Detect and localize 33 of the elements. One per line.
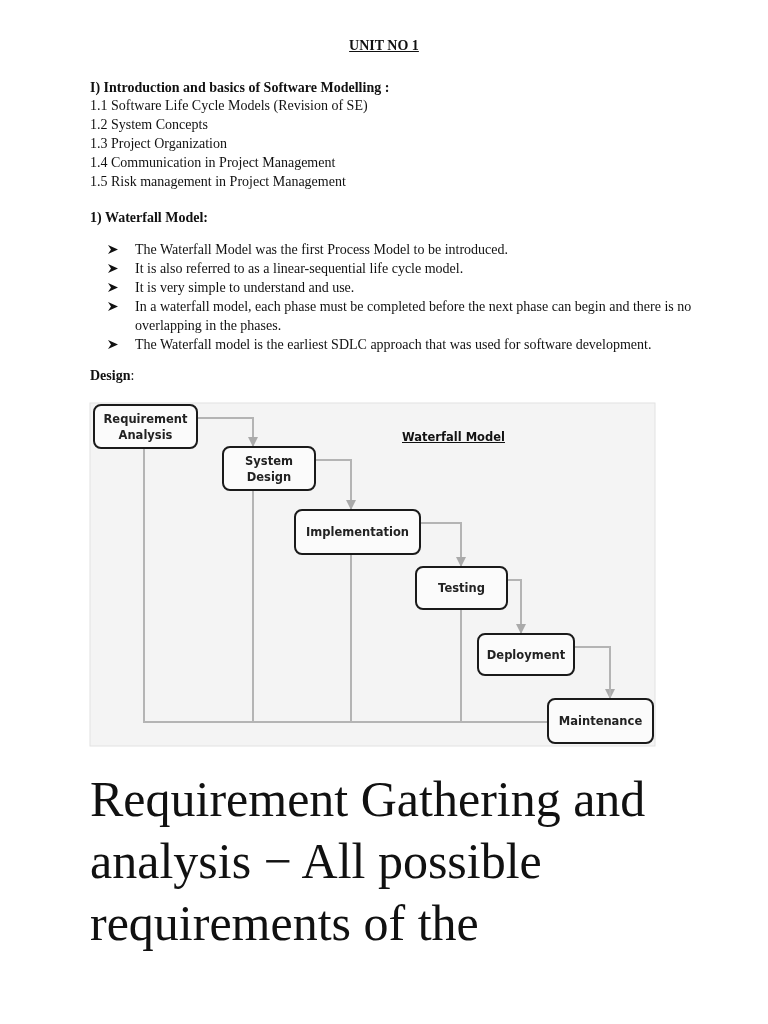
section-heading: Design:	[90, 367, 135, 385]
connector-line	[460, 609, 548, 723]
list-item: 1.3 Project Organization	[90, 135, 227, 153]
arrow	[420, 522, 466, 567]
process-box	[294, 509, 421, 555]
list-item: 1.1 Software Life Cycle Models (Revision of SE)	[90, 97, 368, 115]
box-label: Deployment	[486, 646, 566, 663]
page-title: UNIT NO 1	[348, 37, 420, 55]
process-box	[477, 633, 575, 676]
bullet-text: The Waterfall Model was the first Process Model to be introduced.	[135, 241, 509, 259]
box-label: System Design	[244, 452, 294, 485]
process-box	[93, 404, 198, 449]
bullet-text: The Waterfall model is the earliest SDLC approach that was used for software development.	[135, 336, 652, 354]
section-heading: 1) Waterfall Model:	[90, 209, 208, 227]
process-box	[222, 446, 316, 491]
arrow	[315, 459, 356, 510]
bullet-text: In a waterfall model, each phase must be completed before the next phase can begin and there is no overlapping in the phases.	[135, 298, 693, 335]
process-box	[547, 698, 654, 744]
section-heading: I) Introduction and basics of Software Modelling :	[90, 79, 390, 97]
large-paragraph: Requirement Gathering and analysis − All possible requirements of the	[90, 770, 647, 953]
box-label: Requirement Analysis	[102, 410, 189, 443]
bullet-text: It is very simple to understand and use.	[135, 279, 355, 297]
diagram-label: Waterfall Model	[402, 429, 505, 446]
arrow	[197, 417, 258, 447]
bullet-text: It is also referred to as a linear-sequential life cycle model.	[135, 260, 464, 278]
box-label: Testing	[438, 580, 485, 596]
arrow	[507, 579, 526, 634]
list-item: 1.5 Risk management in Project Management	[90, 173, 346, 191]
list-item: 1.2 System Concepts	[90, 116, 208, 134]
box-label: Implementation	[306, 524, 409, 540]
list-item: 1.4 Communication in Project Management	[90, 154, 336, 172]
box-label: Maintenance	[558, 713, 643, 729]
process-box	[415, 566, 508, 610]
